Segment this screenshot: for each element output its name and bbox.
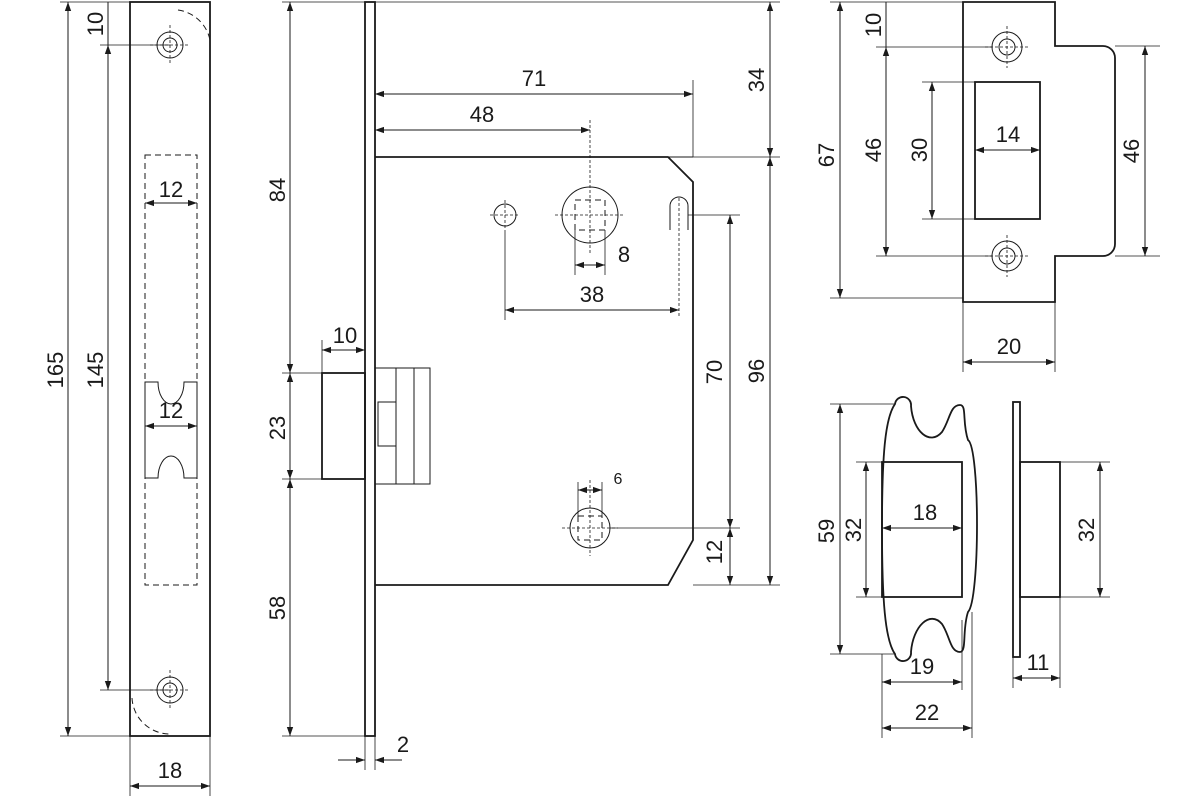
- faceplate-latch-cutout: [144, 381, 198, 479]
- strike-box-side-body: [1019, 461, 1061, 598]
- dim-plate-hole-spacing: 145: [83, 352, 108, 389]
- dim-case-height: 96: [744, 359, 769, 383]
- dim-box-opening: 32: [841, 518, 866, 542]
- faceplate-view: 165 145 10 12 12 18: [43, 1, 211, 796]
- strike-box-side-view: 32 11: [1012, 401, 1110, 688]
- dim-plate-cutout-top: 12: [159, 177, 183, 202]
- latch-bolt-inner: [374, 367, 431, 485]
- dim-key-to-pin: 70: [702, 360, 727, 384]
- strike-box-front-view: 59 32 18 19 22: [814, 396, 978, 738]
- dim-strike-hole-offset: 10: [861, 13, 886, 37]
- dim-backset: 71: [522, 66, 546, 91]
- body-faceplate-edge: [364, 1, 376, 737]
- dim-spindle-square: 8: [618, 242, 630, 267]
- dim-body-bottom-offset: 58: [265, 596, 290, 620]
- strike-box-opening: [881, 461, 963, 598]
- pin-slot: [669, 196, 689, 230]
- dim-plate-hole-offset: 10: [83, 12, 108, 36]
- dim-plate-cutout-latch: 12: [159, 398, 183, 423]
- dim-case-top: 34: [744, 68, 769, 92]
- dim-box-side-height: 32: [1074, 518, 1099, 542]
- strike-box-side-plate: [1012, 401, 1021, 658]
- dim-key-bottom: 12: [702, 540, 727, 564]
- dim-strike-opening-width: 14: [996, 122, 1020, 147]
- dim-spindle-to-pin: 38: [580, 282, 604, 307]
- dim-body-top-offset: 84: [265, 178, 290, 202]
- dim-box-inner-width: 18: [913, 500, 937, 525]
- dim-strike-height: 67: [814, 143, 839, 167]
- dim-latch-projection: 10: [333, 323, 357, 348]
- strike-plate-outline: [962, 1, 1116, 303]
- lock-body-view: 84 23 58 10 2 71 48 34 96 8 38: [265, 1, 780, 770]
- dim-box-height: 59: [814, 519, 839, 543]
- dim-box-width-inner: 19: [910, 654, 934, 679]
- dim-box-width-outer: 22: [915, 700, 939, 725]
- dim-plate-height: 165: [43, 352, 68, 389]
- dim-handle-backset: 48: [470, 102, 494, 127]
- lock-case-outline: [375, 156, 694, 586]
- strike-box-outline: [881, 396, 978, 662]
- dim-strike-width: 20: [997, 334, 1021, 359]
- faceplate-outline: [129, 1, 211, 737]
- dim-faceplate-thickness: 2: [397, 732, 409, 757]
- dim-strike-opening-height: 30: [907, 138, 932, 162]
- faceplate-dashed-pocket: [144, 154, 198, 586]
- dim-strike-lip-height: 46: [1119, 139, 1144, 163]
- dim-box-depth: 11: [1027, 650, 1050, 675]
- latch-bolt: [321, 372, 366, 480]
- dim-plate-width: 18: [158, 758, 182, 783]
- strike-plate-view: 67 10 46 30 14 46 20: [814, 1, 1160, 372]
- dim-key-square: 6: [614, 471, 623, 488]
- dim-latch-height: 23: [265, 416, 290, 440]
- dim-strike-hole-spacing: 46: [861, 138, 886, 162]
